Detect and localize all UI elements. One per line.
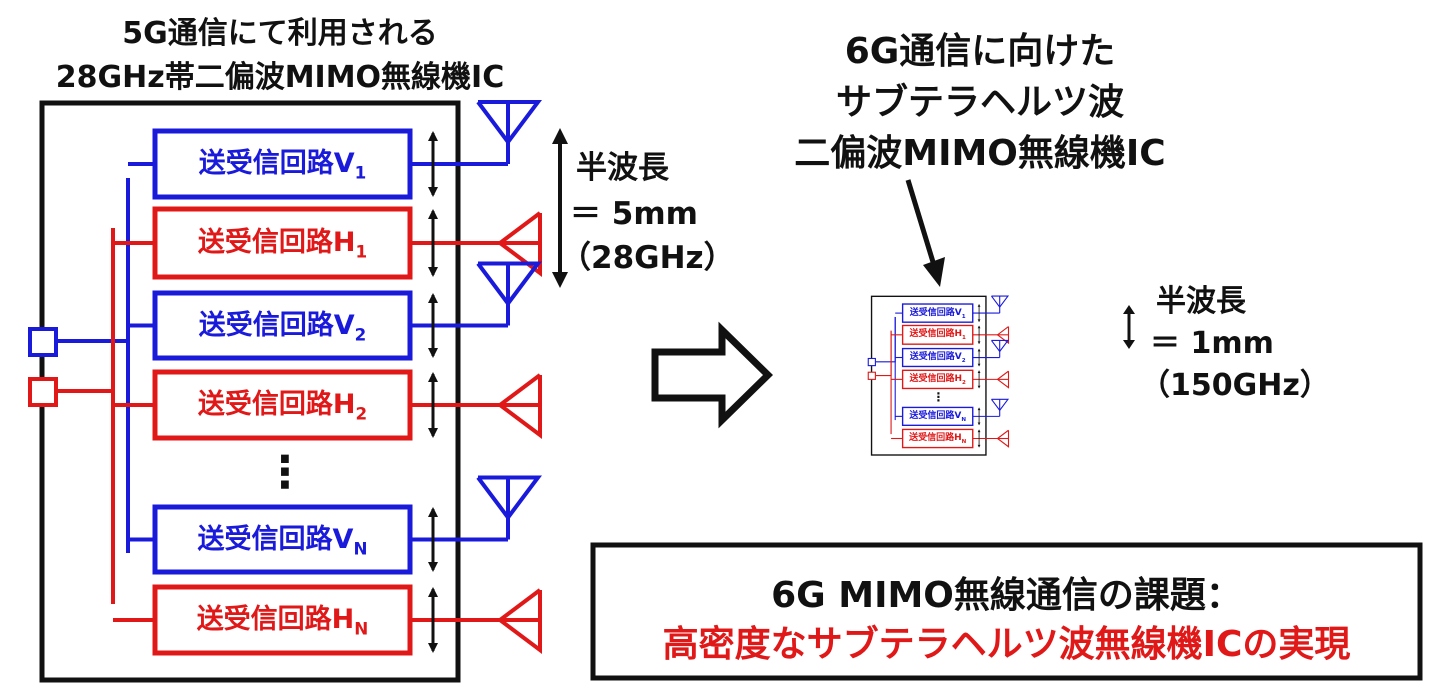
circuit-label: 送受信回路H1 bbox=[909, 329, 966, 342]
spacing-arrow-head bbox=[428, 587, 438, 597]
ellipsis: ⋮ bbox=[932, 390, 945, 405]
spacing-arrow-head bbox=[428, 507, 438, 517]
spacing-arrow-head bbox=[977, 319, 981, 323]
spacing-arrow-head bbox=[977, 363, 981, 367]
spacing-arrow-head bbox=[977, 341, 981, 345]
left-ic-diagram bbox=[28, 100, 542, 683]
spacing-arrow-head bbox=[428, 267, 438, 277]
h-trunk-line bbox=[58, 228, 115, 393]
pointer-arrow bbox=[905, 179, 936, 263]
spacing-arrow-head bbox=[977, 385, 981, 389]
spacing-arrow-head bbox=[428, 643, 438, 653]
h-trunk-line bbox=[875, 330, 892, 377]
spacing-arrow-head bbox=[428, 187, 438, 197]
circuit-label: 送受信回路H2 bbox=[909, 373, 966, 386]
left-title-line1: 5G通信にて利用される bbox=[122, 16, 438, 51]
spacing-arrow-head bbox=[428, 562, 438, 572]
left-halfwave-label: 半波長 bbox=[576, 150, 669, 186]
left-halfwave-freq: （28GHz） bbox=[560, 240, 735, 276]
spacing-arrow-head bbox=[428, 131, 438, 141]
halfwave-arrow-right bbox=[1123, 305, 1135, 349]
spacing-arrow-head bbox=[977, 325, 981, 329]
spacing-arrow-head bbox=[977, 429, 981, 433]
circuit-label: 送受信回路VN bbox=[197, 523, 368, 558]
circuit-box bbox=[152, 504, 413, 575]
circuit-box bbox=[152, 206, 413, 280]
h-port bbox=[867, 371, 876, 380]
spacing-arrow-head bbox=[977, 407, 981, 411]
pointer-arrow-head bbox=[923, 257, 945, 287]
v-port bbox=[867, 357, 876, 367]
circuit-label: 送受信回路VN bbox=[909, 410, 966, 423]
right-halfwave-label: 半波長 bbox=[1156, 284, 1246, 319]
spacing-arrow-head bbox=[977, 304, 981, 307]
spacing-arrow-head bbox=[977, 444, 981, 448]
right-halfwave-freq: （150GHz） bbox=[1140, 368, 1330, 403]
spacing-arrow-head bbox=[428, 209, 438, 219]
spacing-arrow-head bbox=[977, 422, 981, 426]
spacing-arrow-head bbox=[977, 348, 981, 352]
circuit-box bbox=[152, 369, 413, 441]
spacing-arrow-head bbox=[428, 348, 438, 358]
circuit-label: 送受信回路V2 bbox=[909, 352, 966, 364]
circuit-label: 送受信回路V1 bbox=[909, 307, 966, 320]
right-title-line2: サブテラヘルツ波 bbox=[835, 82, 1124, 123]
h-port bbox=[28, 377, 58, 407]
circuit-label: 送受信回路HN bbox=[196, 604, 369, 639]
circuit-label: 送受信回路HN bbox=[909, 433, 967, 445]
challenge-box bbox=[590, 542, 1423, 681]
v-trunk-line bbox=[58, 178, 130, 343]
transition-arrow bbox=[651, 321, 774, 429]
circuit-label: 送受信回路H2 bbox=[197, 389, 368, 424]
circuit-label: 送受信回路V2 bbox=[198, 309, 367, 344]
left-title-line2: 28GHz帯二偏波MIMO無線機IC bbox=[55, 60, 505, 95]
circuit-label: 送受信回路H1 bbox=[197, 227, 368, 262]
v-port bbox=[28, 327, 58, 357]
right-title-line3: 二偏波MIMO無線機IC bbox=[794, 133, 1166, 174]
circuit-box bbox=[152, 128, 413, 200]
circuit-label: 送受信回路V1 bbox=[198, 148, 367, 183]
spacing-arrow-head bbox=[428, 428, 438, 438]
right-halfwave-value: ＝ 1mm bbox=[1150, 326, 1274, 361]
right-ic-diagram bbox=[867, 295, 1010, 456]
challenge-line2: 高密度なサブテラヘルツ波無線機ICの実現 bbox=[662, 624, 1351, 665]
circuit-box bbox=[152, 584, 413, 656]
spacing-arrow-head bbox=[977, 370, 981, 374]
ellipsis: ⋮ bbox=[263, 447, 307, 498]
left-halfwave-value: ＝ 5mm bbox=[570, 196, 698, 232]
halfwave-arrow-left bbox=[552, 128, 568, 288]
spacing-arrow-head bbox=[428, 372, 438, 382]
spacing-arrow-head bbox=[428, 293, 438, 303]
challenge-line1: 6G MIMO無線通信の課題： bbox=[771, 575, 1242, 616]
v-trunk-line bbox=[875, 316, 896, 363]
right-title-line1: 6G通信に向けた bbox=[844, 31, 1116, 72]
